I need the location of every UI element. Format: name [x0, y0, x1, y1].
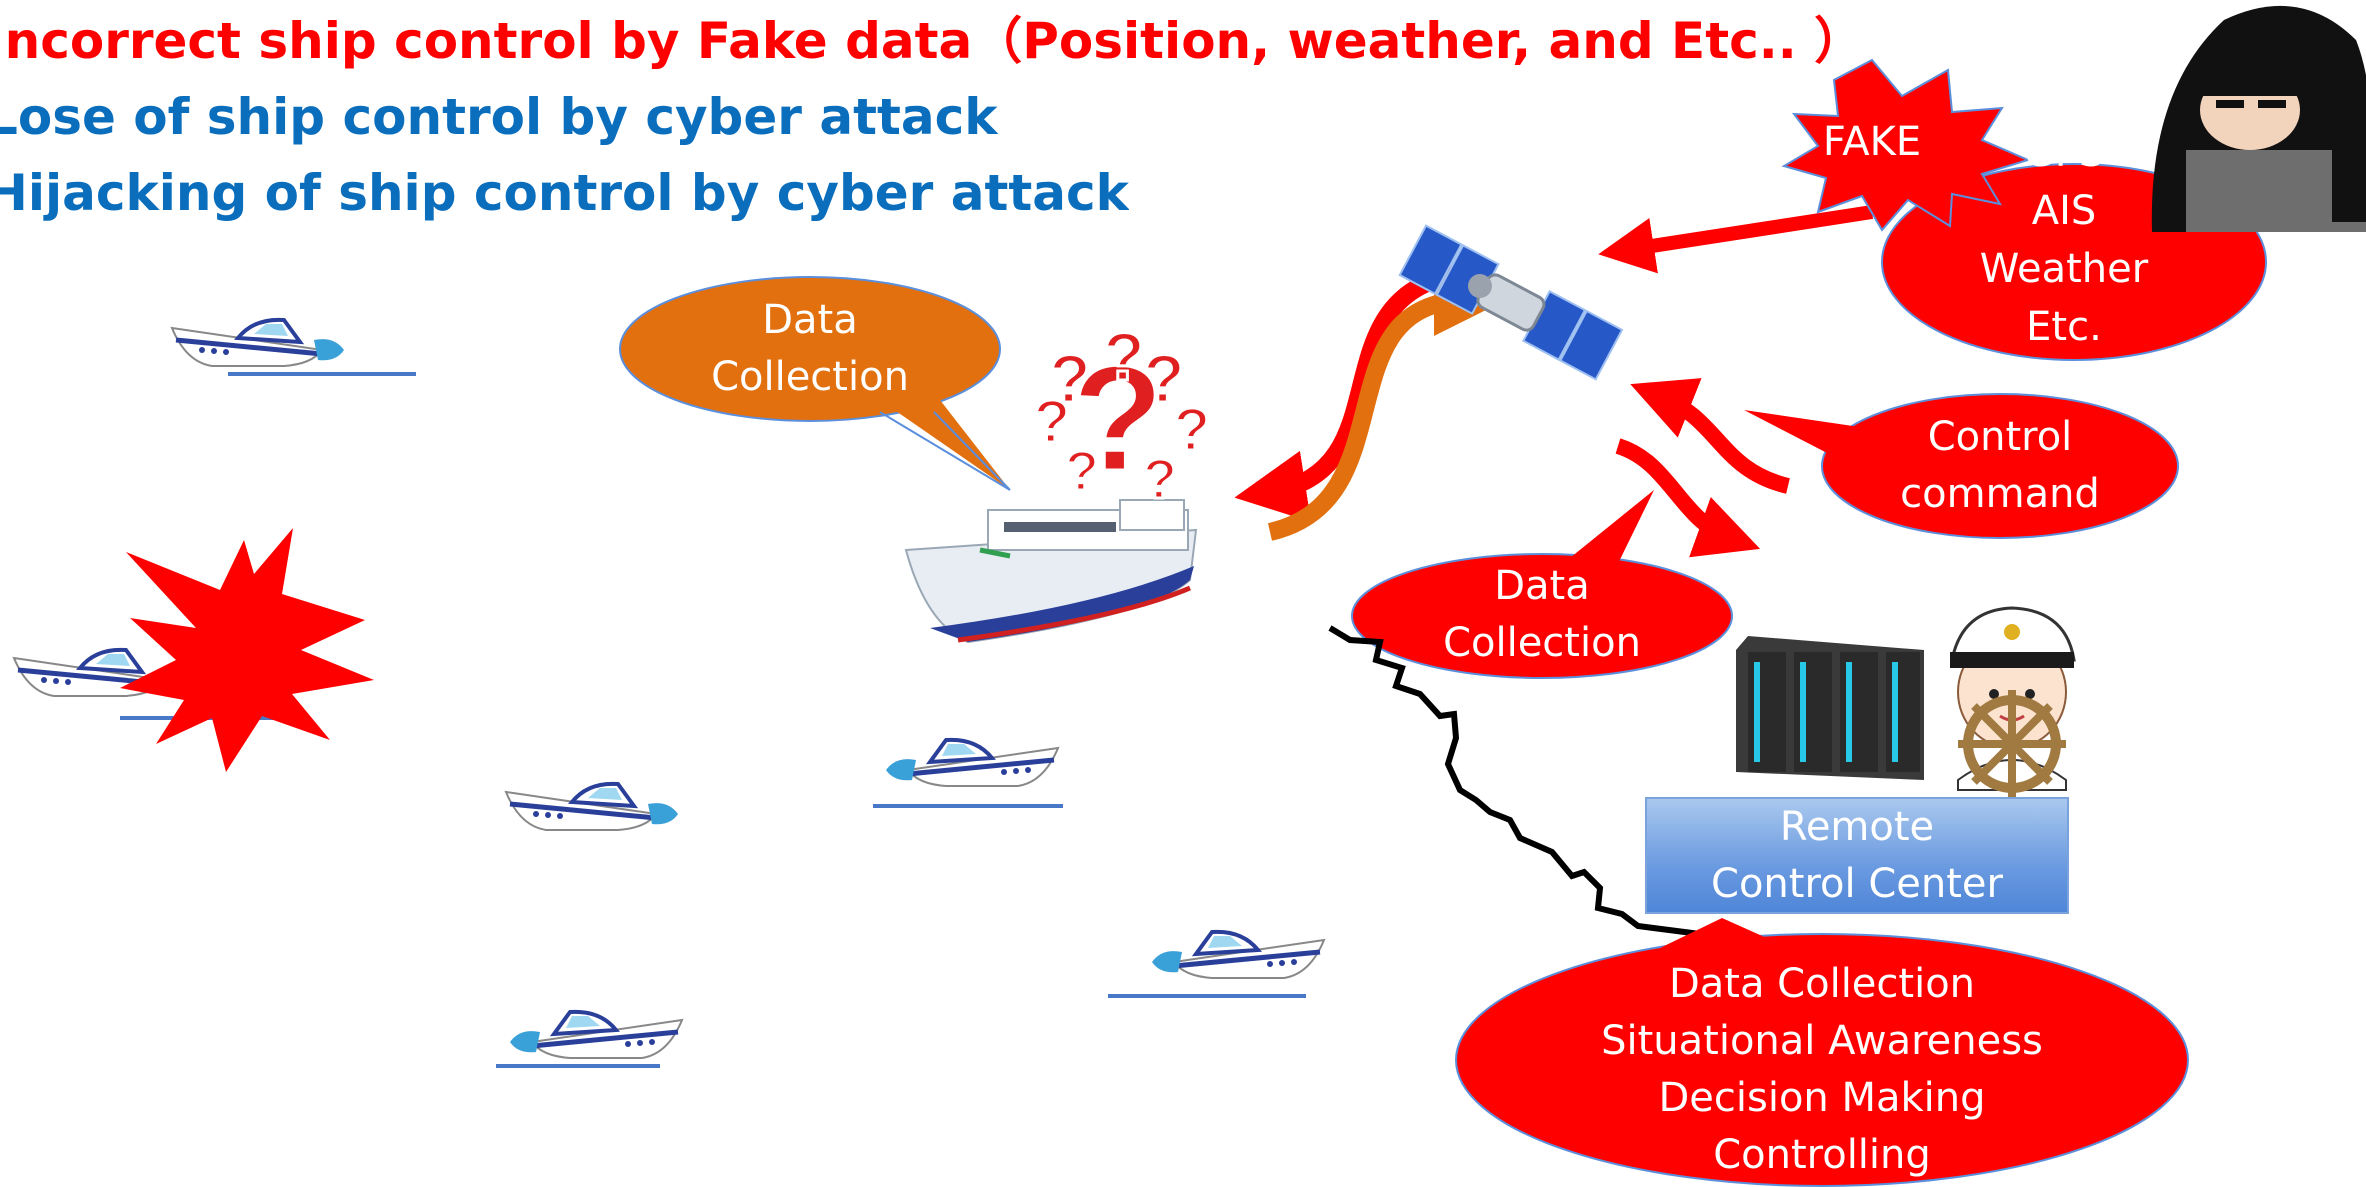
fake-label: FAKE [1822, 119, 1922, 165]
bubble-line: Data Collection [1668, 961, 1976, 1007]
explosion-icon [120, 528, 374, 772]
data-collection-bubble-orange [619, 276, 1011, 491]
svg-text:?: ? [1143, 447, 1177, 510]
arrow-fake-to-satellite [1598, 205, 1874, 274]
bubble-line: Data [762, 297, 858, 343]
svg-text:?: ? [1049, 341, 1091, 417]
satellite-icon [1398, 224, 1624, 381]
arrow-ship-to-satellite [1267, 264, 1506, 541]
center-functions-bubble [1455, 918, 2189, 1187]
control-command-bubble [1744, 393, 2179, 539]
bubble-line: GPS [2023, 130, 2105, 176]
speedboat-icon [886, 740, 1058, 786]
server-rack-icon [1736, 636, 1924, 780]
bubble-line: Control Center [1711, 861, 2003, 907]
bubble-line: Control [1927, 414, 2073, 460]
bubble-line: Etc. [2026, 304, 2102, 350]
headline-lose-control: Lose of ship control by cyber attack [0, 88, 998, 146]
speedboat-icon [510, 1012, 682, 1058]
water-line [228, 372, 416, 376]
cable-line [1328, 625, 1741, 939]
bubble-line: Collection [711, 354, 909, 400]
svg-text:?: ? [1034, 388, 1071, 455]
water-line [496, 1064, 660, 1068]
remote-control-center-text: Remote Control Center [1645, 799, 2069, 913]
bubble-line: Situational Awareness [1601, 1018, 2043, 1064]
arrow-satellite-to-center [1615, 438, 1761, 558]
remote-control-center-box [1645, 797, 2069, 914]
speedboat-icon [172, 320, 344, 366]
bubble-line: Weather [1979, 246, 2149, 292]
cargo-ship-icon [904, 499, 1198, 644]
red-bubble-text: Data Collection [1422, 558, 1662, 672]
center-functions-text: Data Collection Situational Awareness De… [1522, 956, 2122, 1184]
svg-text:?: ? [1143, 341, 1185, 417]
speedboat-icon [506, 784, 678, 830]
svg-text:?: ? [1065, 439, 1099, 502]
orange-bubble-text: Data Collection [710, 292, 910, 406]
bubble-line: AIS [2031, 188, 2097, 234]
data-collection-bubble-red [1351, 490, 1733, 679]
water-line [873, 804, 1063, 808]
bubble-line: Controlling [1713, 1132, 1931, 1178]
bubble-line: Collection [1443, 620, 1641, 666]
hacker-icon [2151, 5, 2366, 232]
question-marks-icon: ? ? ? ? ? ? ? ? [1032, 318, 1212, 512]
ship-captain-icon [1950, 606, 2076, 798]
bubble-line: Remote [1779, 804, 1935, 850]
fake-sources-text: GPS AIS Weather Etc. [1964, 124, 2164, 356]
headline-fake-data: Incorrect ship control by Fake data（Posi… [0, 12, 1865, 70]
arrow-satellite-to-ship [1234, 263, 1472, 522]
svg-text:?: ? [1072, 334, 1164, 502]
headline-hijacking: Hijacking of ship control by cyber attac… [0, 168, 1129, 222]
svg-text:?: ? [1103, 319, 1145, 395]
svg-text:?: ? [1174, 396, 1211, 463]
bubble-line: command [1900, 471, 2100, 517]
bubble-line: Decision Making [1658, 1075, 1986, 1121]
water-line [1108, 994, 1306, 998]
arrow-control-to-satellite [1630, 378, 1791, 494]
speedboat-icon [1152, 932, 1324, 978]
control-command-text: Control command [1880, 409, 2120, 523]
fake-starburst [1781, 58, 2031, 232]
bubble-line: Data [1494, 563, 1590, 609]
